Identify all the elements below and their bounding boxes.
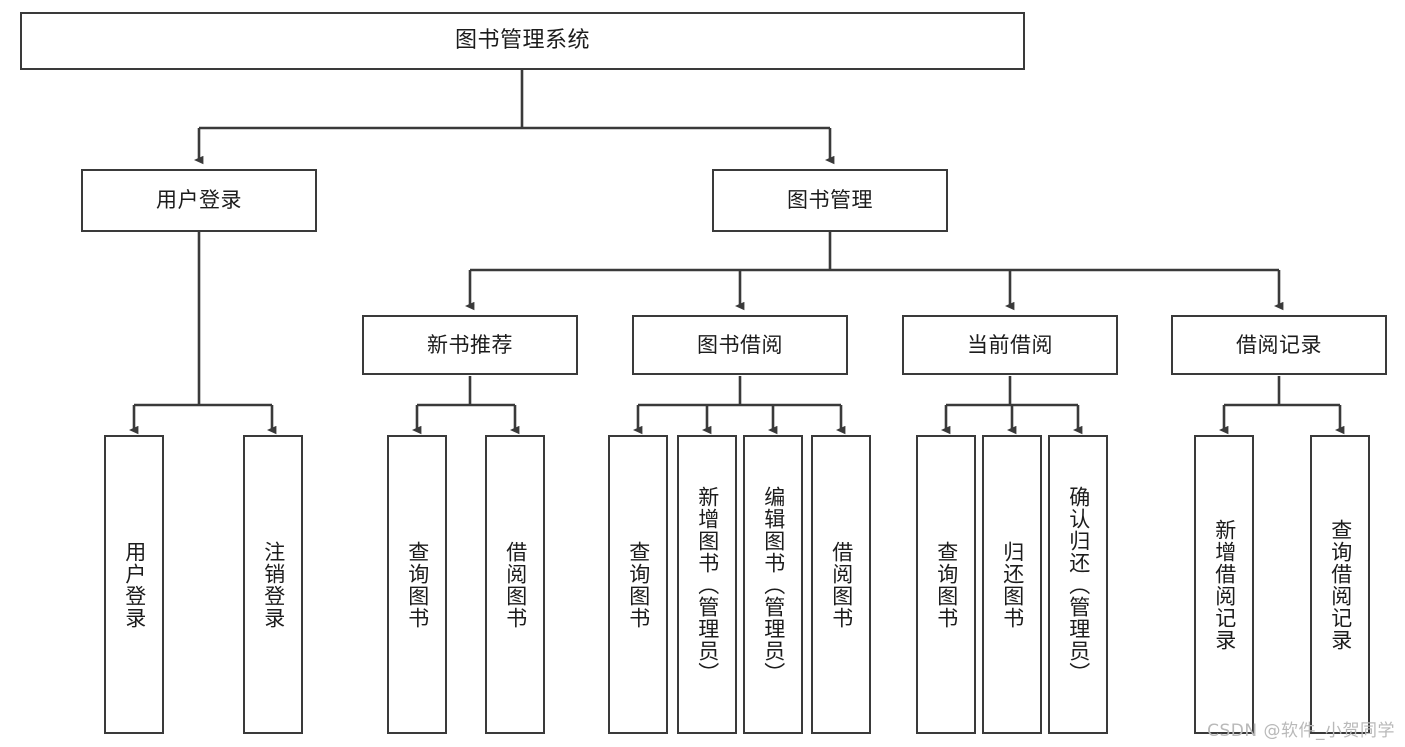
node-label: 借阅记录 (1236, 332, 1322, 357)
node-new-book-recommend[interactable]: 新书推荐 (362, 315, 578, 375)
leaf-return-book[interactable]: 归还图书 (982, 435, 1042, 734)
node-label: 图书管理系统 (454, 28, 590, 54)
leaf-borrow-book-recommend[interactable]: 借阅图书 (485, 435, 545, 734)
edges-userlogin-to-leaves (129, 232, 277, 435)
node-label: 查询图书 (934, 540, 959, 629)
node-label: 当前借阅 (967, 332, 1053, 357)
edges-bookmanage-to-level3 (465, 232, 1284, 311)
leaf-add-book-admin[interactable]: 新增图书（管理员） (677, 435, 737, 734)
node-label: 编辑图书（管理员） (761, 485, 786, 684)
node-user-login[interactable]: 用户登录 (81, 169, 317, 232)
node-label: 用户登录 (122, 540, 147, 629)
edges-borrowrecord-to-leaves (1219, 376, 1345, 435)
node-label: 借阅图书 (503, 540, 528, 629)
csdn-watermark: CSDN @软件_小贺同学 (1207, 721, 1395, 741)
node-label: 图书管理 (787, 188, 873, 213)
leaf-add-borrow-record[interactable]: 新增借阅记录 (1194, 435, 1254, 734)
node-label: 新书推荐 (427, 332, 513, 357)
node-label: 图书借阅 (697, 332, 783, 357)
leaf-query-book-borrow[interactable]: 查询图书 (608, 435, 668, 734)
node-label: 新增借阅记录 (1212, 518, 1237, 651)
node-book-management[interactable]: 图书管理 (712, 169, 948, 232)
node-label: 新增图书（管理员） (695, 485, 720, 684)
leaf-user-login[interactable]: 用户登录 (104, 435, 164, 734)
edges-newbook-to-leaves (412, 376, 520, 435)
leaf-edit-book-admin[interactable]: 编辑图书（管理员） (743, 435, 803, 734)
node-book-management-system[interactable]: 图书管理系统 (20, 12, 1025, 70)
leaf-query-book-recommend[interactable]: 查询图书 (387, 435, 447, 734)
node-label: 查询图书 (626, 540, 651, 629)
node-book-borrow[interactable]: 图书借阅 (632, 315, 848, 375)
leaf-borrow-book-borrow[interactable]: 借阅图书 (811, 435, 871, 734)
node-label: 归还图书 (1000, 540, 1025, 629)
node-label: 确认归还（管理员） (1066, 485, 1091, 684)
leaf-query-book-current[interactable]: 查询图书 (916, 435, 976, 734)
node-label: 查询借阅记录 (1328, 518, 1353, 651)
node-borrow-record[interactable]: 借阅记录 (1171, 315, 1387, 375)
edges-currentborrow-to-leaves (941, 376, 1083, 435)
edges-bookborrow-to-leaves (633, 376, 846, 435)
leaf-logout-login[interactable]: 注销登录 (243, 435, 303, 734)
edges-root-to-level2 (194, 70, 835, 165)
node-label: 注销登录 (261, 540, 286, 629)
leaf-query-borrow-record[interactable]: 查询借阅记录 (1310, 435, 1370, 734)
node-label: 查询图书 (405, 540, 430, 629)
leaf-confirm-return-admin[interactable]: 确认归还（管理员） (1048, 435, 1108, 734)
node-current-borrow[interactable]: 当前借阅 (902, 315, 1118, 375)
node-label: 用户登录 (156, 188, 242, 213)
node-label: 借阅图书 (829, 540, 854, 629)
